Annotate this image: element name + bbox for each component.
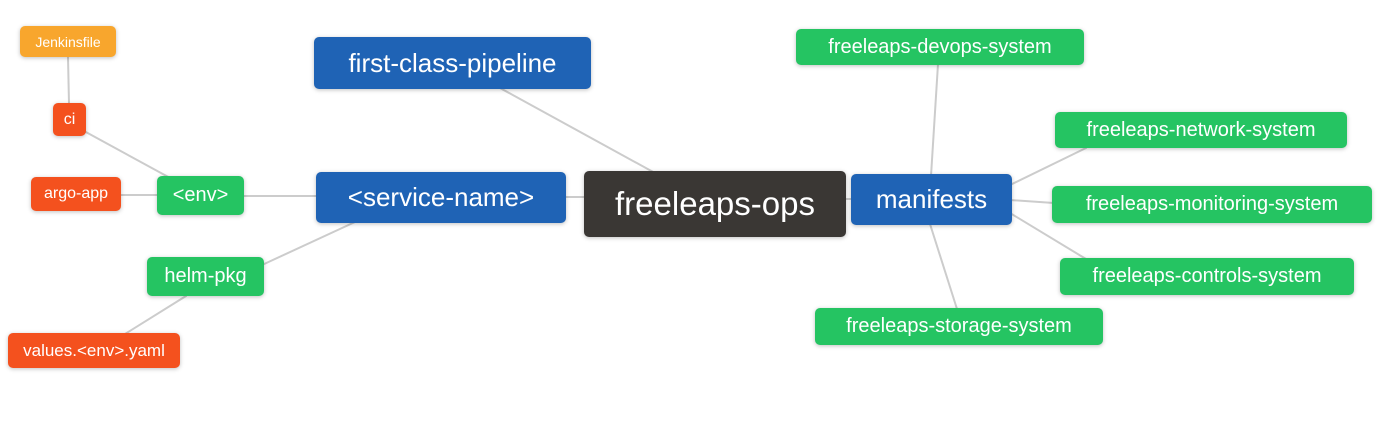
- edge-helm-pkg-service-name: [261, 221, 356, 266]
- node-argo-app[interactable]: argo-app: [31, 177, 121, 211]
- edge-jenkinsfile-ci: [67, 56, 70, 105]
- node-first-class-pipeline[interactable]: first-class-pipeline: [314, 37, 591, 89]
- edge-values-helm-pkg: [124, 295, 187, 335]
- edge-pipeline-freeleaps-ops: [499, 87, 656, 174]
- node-helm-pkg[interactable]: helm-pkg: [147, 257, 264, 296]
- edge-manifests-storage: [929, 223, 958, 310]
- edge-manifests-devops: [930, 63, 939, 177]
- edge-manifests-network: [1009, 147, 1087, 186]
- node-freeleaps-ops[interactable]: freeleaps-ops: [584, 171, 846, 237]
- node-values-env-yaml[interactable]: values.<env>.yaml: [8, 333, 180, 368]
- node-ci[interactable]: ci: [53, 103, 86, 136]
- node-env[interactable]: <env>: [157, 176, 244, 215]
- edge-manifests-monitoring: [1009, 199, 1055, 204]
- edge-ci-env: [83, 130, 173, 180]
- node-freeleaps-monitoring-system[interactable]: freeleaps-monitoring-system: [1052, 186, 1372, 223]
- node-freeleaps-network-system[interactable]: freeleaps-network-system: [1055, 112, 1347, 148]
- node-jenkinsfile[interactable]: Jenkinsfile: [20, 26, 116, 57]
- node-freeleaps-devops-system[interactable]: freeleaps-devops-system: [796, 29, 1084, 65]
- node-freeleaps-controls-system[interactable]: freeleaps-controls-system: [1060, 258, 1354, 295]
- node-freeleaps-storage-system[interactable]: freeleaps-storage-system: [815, 308, 1103, 345]
- node-manifests[interactable]: manifests: [851, 174, 1012, 225]
- node-service-name[interactable]: <service-name>: [316, 172, 566, 223]
- edge-manifests-controls: [1009, 212, 1087, 260]
